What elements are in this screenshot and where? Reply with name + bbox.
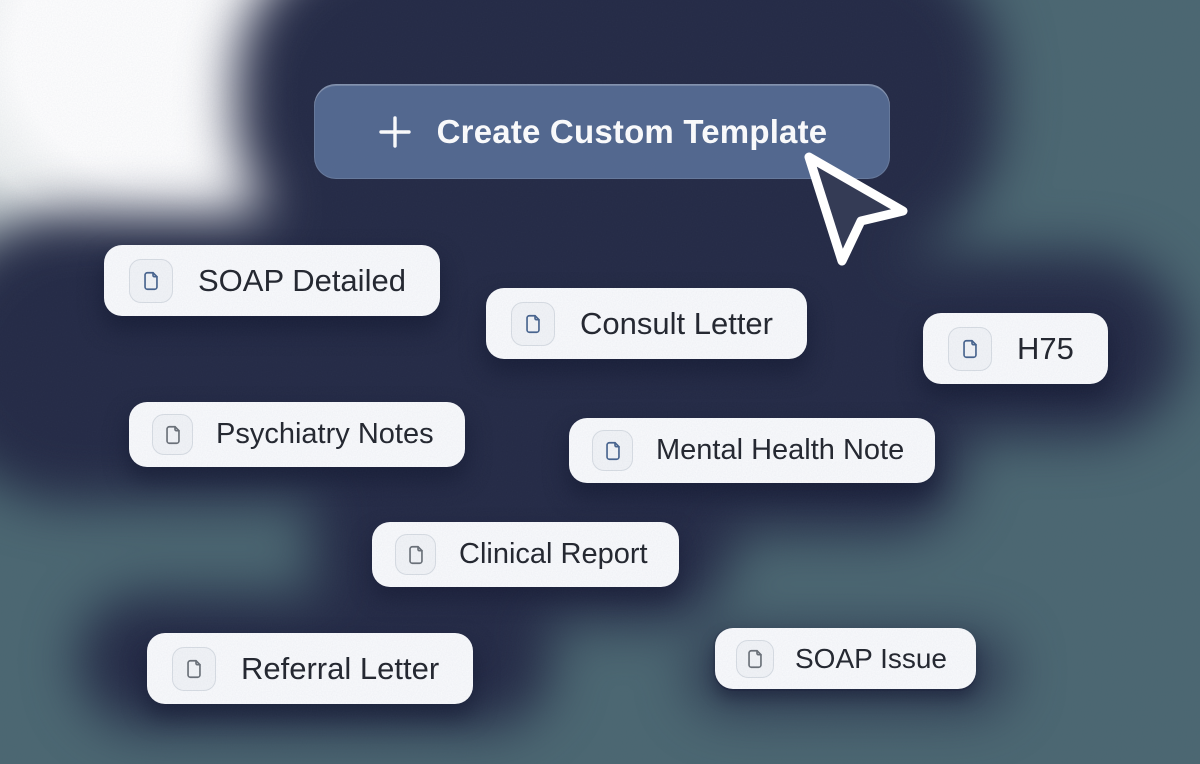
template-pill-h75[interactable]: H75	[923, 313, 1108, 384]
document-icon	[511, 301, 555, 346]
create-custom-template-button[interactable]: Create Custom Template	[314, 84, 890, 179]
template-pill-referral-letter[interactable]: Referral Letter	[147, 633, 474, 704]
document-icon	[172, 646, 216, 691]
template-pill-label: Psychiatry Notes	[216, 418, 434, 450]
document-icon	[592, 430, 633, 471]
document-icon	[395, 534, 436, 575]
document-icon	[152, 414, 193, 455]
document-icon	[948, 326, 992, 371]
template-pill-soap-detailed[interactable]: SOAP Detailed	[104, 245, 440, 316]
create-custom-template-label: Create Custom Template	[436, 112, 828, 150]
template-pill-label: SOAP Detailed	[198, 262, 406, 298]
template-pill-clinical-report[interactable]: Clinical Report	[372, 522, 679, 587]
document-icon	[736, 639, 774, 678]
template-pill-label: Consult Letter	[580, 305, 773, 341]
template-pill-consult-letter[interactable]: Consult Letter	[486, 288, 807, 359]
template-pill-label: Mental Health Note	[656, 434, 905, 466]
template-pill-soap-issue[interactable]: SOAP Issue	[715, 628, 977, 689]
template-pill-psychiatry-notes[interactable]: Psychiatry Notes	[129, 402, 465, 467]
template-pill-label: SOAP Issue	[795, 642, 948, 674]
template-pill-label: Clinical Report	[459, 538, 648, 570]
template-pill-label: Referral Letter	[241, 650, 440, 686]
document-icon	[129, 258, 173, 303]
plus-icon	[378, 115, 411, 148]
template-pill-label: H75	[1017, 330, 1074, 366]
template-pill-mental-health-note[interactable]: Mental Health Note	[569, 418, 936, 483]
